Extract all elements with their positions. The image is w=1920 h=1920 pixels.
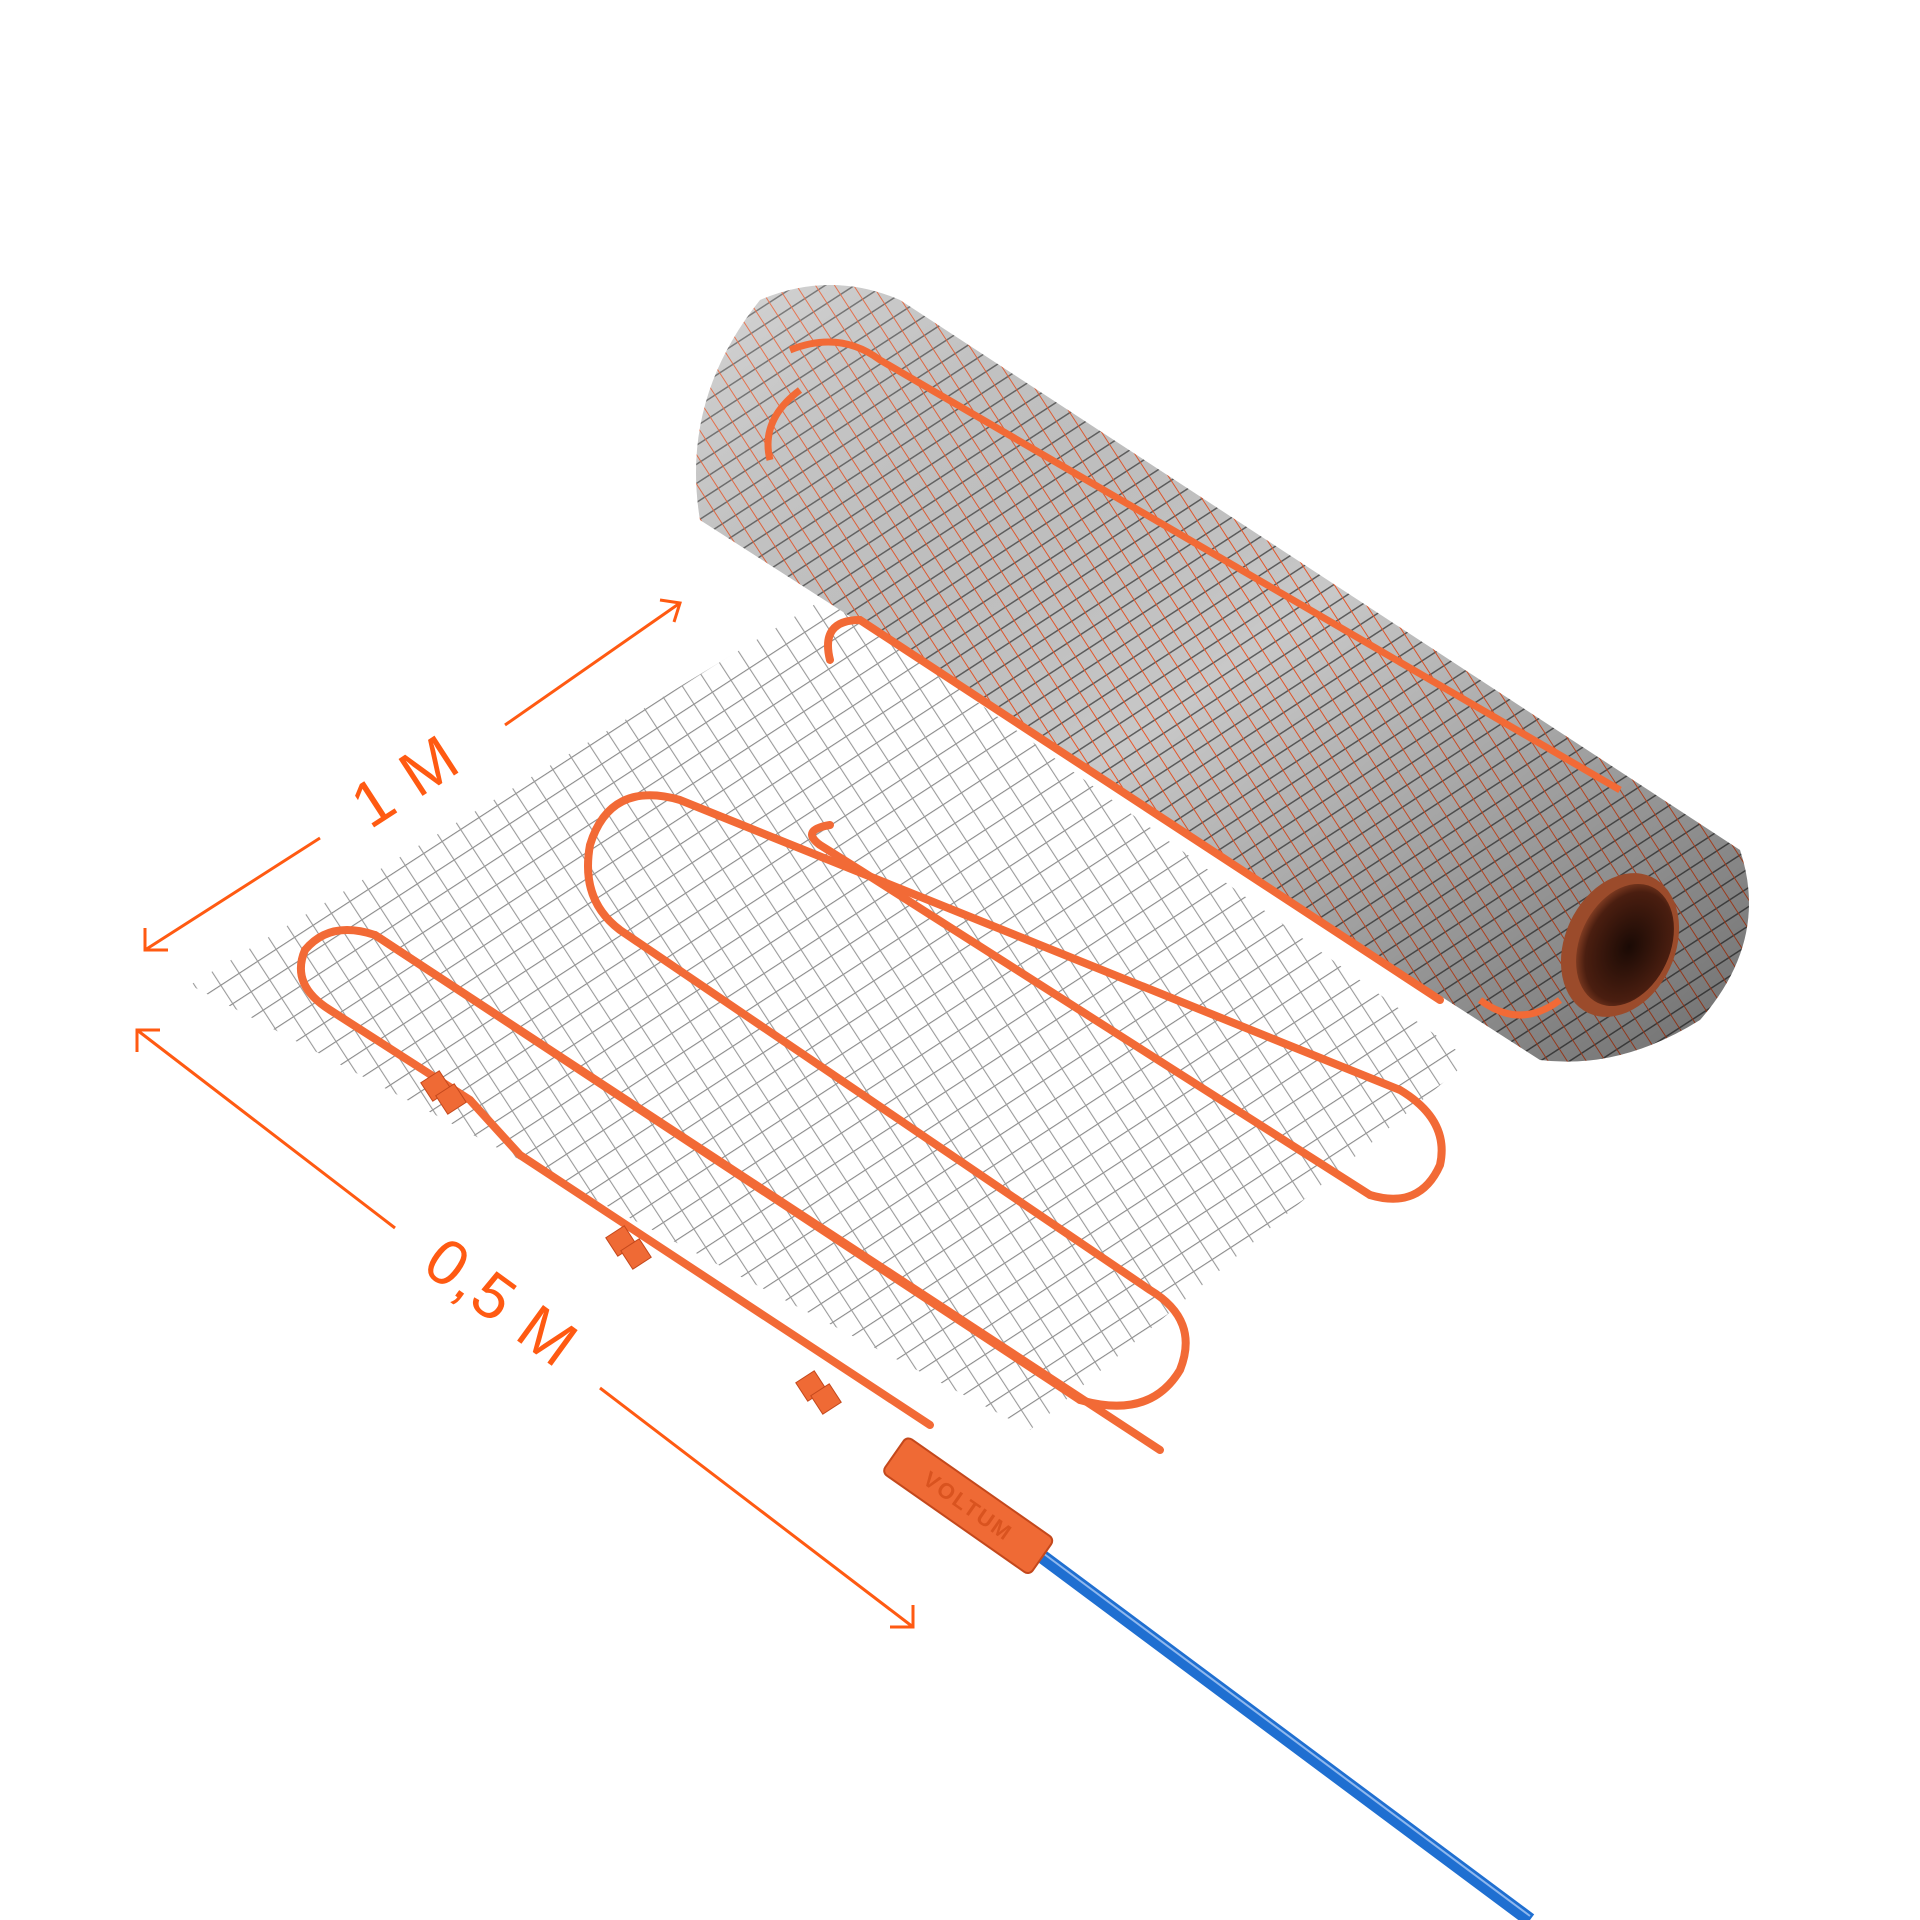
width-label: 0,5 M bbox=[412, 1223, 592, 1381]
power-cable bbox=[1015, 1534, 1535, 1920]
dimension-width bbox=[135, 1028, 915, 1629]
mesh-roll bbox=[696, 285, 1749, 1062]
cable-coupler: VOLTUM bbox=[883, 1437, 1054, 1575]
cable-clips bbox=[420, 1070, 842, 1415]
length-label: 1 M bbox=[338, 720, 472, 842]
heating-cable bbox=[297, 615, 1446, 1454]
dimension-length bbox=[143, 598, 682, 952]
mesh-sheet bbox=[190, 595, 1470, 1430]
